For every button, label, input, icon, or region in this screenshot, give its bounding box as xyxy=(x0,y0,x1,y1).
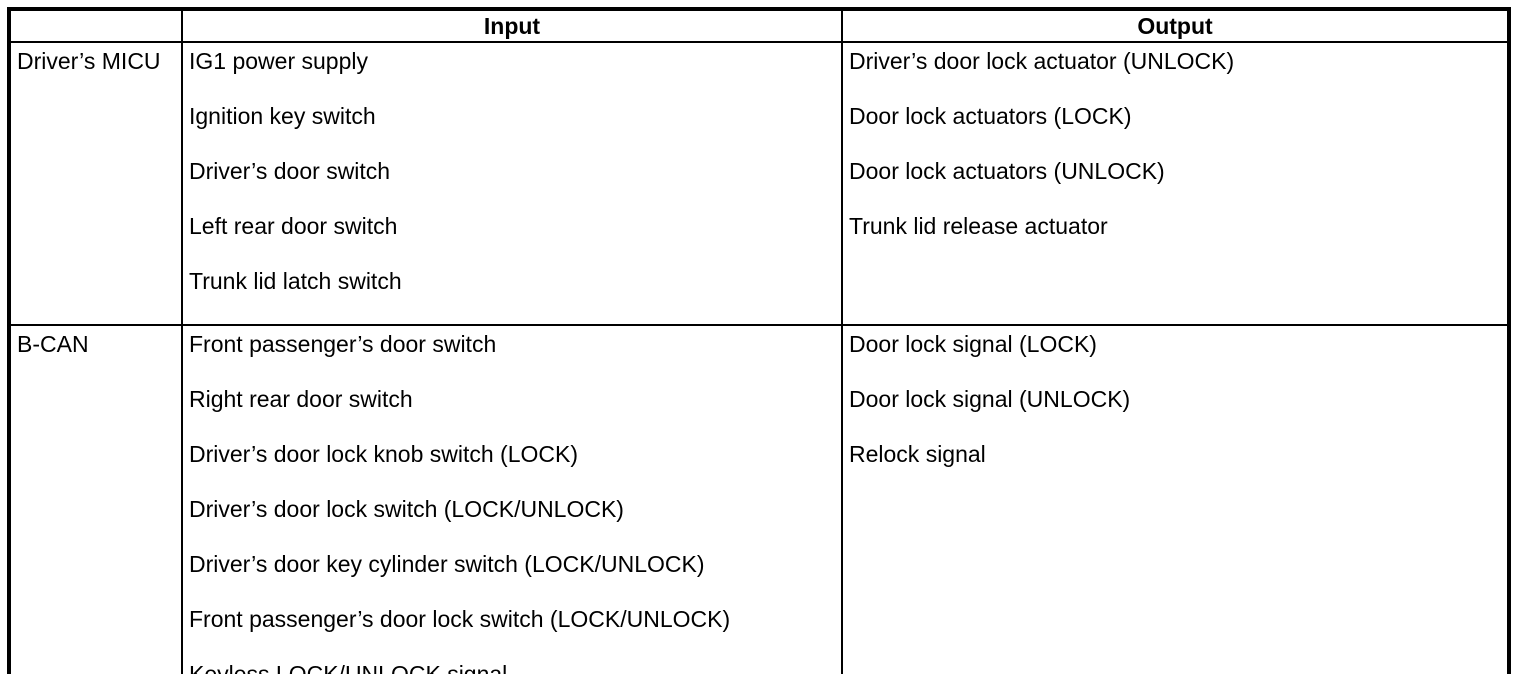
output-item: Relock signal xyxy=(849,441,986,467)
output-item: Trunk lid release actuator xyxy=(849,213,1108,239)
input-item: Front passenger’s door lock switch (LOCK… xyxy=(189,606,731,632)
header-output-cell: Output xyxy=(841,8,1510,43)
input-cell: Front passenger’s door switch Right rear… xyxy=(181,324,843,674)
input-output-table: Input Output Driver’s MICU IG1 power sup… xyxy=(7,7,1511,674)
output-item: Driver’s door lock actuator (UNLOCK) xyxy=(849,48,1235,74)
output-item: Door lock actuators (LOCK) xyxy=(849,103,1132,129)
table-row-b-can: B-CAN Front passenger’s door switch Righ… xyxy=(8,324,1510,674)
output-item: Door lock signal (LOCK) xyxy=(849,331,1097,357)
source-cell: Driver’s MICU xyxy=(8,41,183,326)
source-cell: B-CAN xyxy=(8,324,183,674)
input-item: IG1 power supply xyxy=(189,48,368,74)
header-blank-cell xyxy=(8,8,183,43)
header-row: Input Output xyxy=(8,8,1510,43)
input-item: Right rear door switch xyxy=(189,386,413,412)
input-item: Ignition key switch xyxy=(189,103,376,129)
output-cell: Driver’s door lock actuator (UNLOCK) Doo… xyxy=(841,41,1510,326)
input-item: Trunk lid latch switch xyxy=(189,268,402,294)
source-label: B-CAN xyxy=(17,331,89,357)
input-item: Driver’s door switch xyxy=(189,158,391,184)
input-item: Left rear door switch xyxy=(189,213,398,239)
source-label: Driver’s MICU xyxy=(17,48,161,74)
output-cell: Door lock signal (LOCK) Door lock signal… xyxy=(841,324,1510,674)
input-cell: IG1 power supply Ignition key switch Dri… xyxy=(181,41,843,326)
output-item: Door lock actuators (UNLOCK) xyxy=(849,158,1165,184)
input-item: Keyless LOCK/UNLOCK signal xyxy=(189,661,508,674)
output-item: Door lock signal (UNLOCK) xyxy=(849,386,1131,412)
header-input-cell: Input xyxy=(181,8,843,43)
input-item: Driver’s door lock knob switch (LOCK) xyxy=(189,441,578,467)
input-item: Driver’s door lock switch (LOCK/UNLOCK) xyxy=(189,496,624,522)
input-item: Driver’s door key cylinder switch (LOCK/… xyxy=(189,551,705,577)
table-row-drivers-micu: Driver’s MICU IG1 power supply Ignition … xyxy=(8,41,1510,326)
input-item: Front passenger’s door switch xyxy=(189,331,497,357)
